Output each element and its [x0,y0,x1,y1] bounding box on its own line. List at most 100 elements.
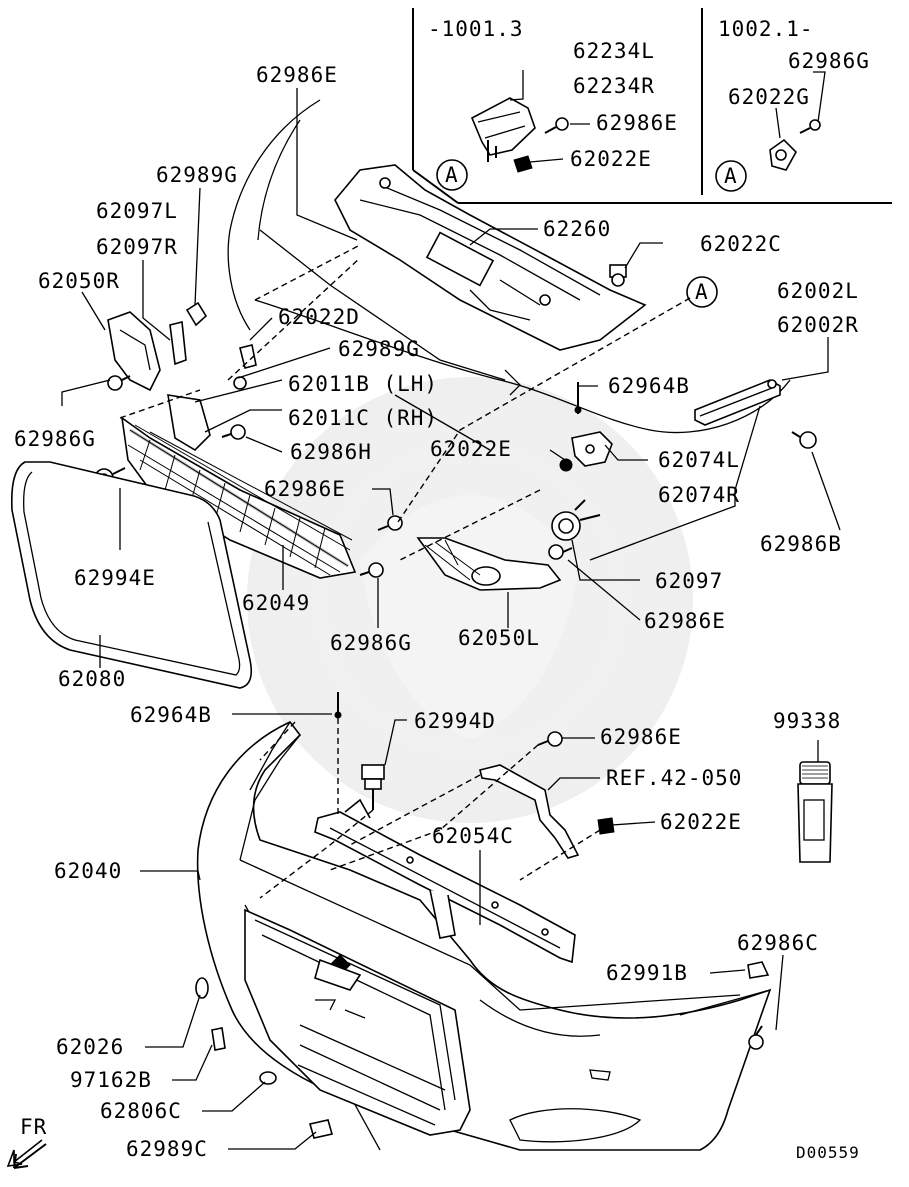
clip-62806C [259,1071,277,1085]
inset-right-range: 1002.1- [718,17,814,41]
front-arrow [6,1139,47,1169]
label-62986C: 62986C [737,931,819,955]
rivet-62964B-top [574,382,582,414]
label-62986E-top: 62986E [256,63,338,87]
clip-62989G-top [185,301,208,327]
circle-a-right [715,160,747,192]
support-panel-62260 [334,164,647,351]
label-62989G-top: 62989G [156,163,238,187]
label-62049: 62049 [242,591,310,615]
diagram-code: D00559 [796,1143,860,1162]
label-62991B: 62991B [606,961,688,985]
circle-a-main [686,276,718,308]
label-fr: FR [20,1115,47,1139]
garnish-62002 [694,379,781,426]
label-62989G-mid: 62989G [338,337,420,361]
label-62986H: 62986H [290,440,372,464]
bumper-62040 [196,721,772,1151]
labels: -1001.3 1002.1- 62986E 62234L 62234R 629… [14,17,870,1162]
dash-lines-upper [119,244,691,561]
screw-62986E-right [548,544,573,560]
circle-a-main-label: A [695,280,709,304]
label-62986E-right: 62986E [644,609,726,633]
bracket-ref [479,764,580,859]
label-62050L: 62050L [458,626,540,650]
watermark [247,377,693,823]
molding-62080 [10,461,253,689]
label-62234R: 62234R [573,74,655,98]
bracket-62011 [167,394,211,452]
label-62986G-left: 62986G [14,427,96,451]
label-62097R: 62097R [96,235,178,259]
screw-62986G-left [107,375,131,391]
label-62026: 62026 [56,1035,124,1059]
label-97162B: 97162B [70,1068,152,1092]
nut-62991B [747,961,770,979]
leader-lines-upper [61,70,841,668]
label-62022D: 62022D [278,305,360,329]
bracket-62234 [470,97,536,162]
label-62986G-bottom: 62986G [330,631,412,655]
label-62002R: 62002R [777,313,859,337]
screw-62986E-mid [377,515,403,531]
label-62074L: 62074L [658,448,740,472]
label-62986E-mid: 62986E [264,477,346,501]
label-62097: 62097 [655,569,723,593]
screw-62986E-lower [537,731,563,747]
label-62022C: 62022C [700,232,782,256]
beam-62054C [314,798,576,964]
clip-62022E-lower [597,817,615,835]
screw-62986H [221,424,246,440]
clip-62989G-mid [233,376,247,390]
clip-62022G [769,138,797,171]
cover-62050R [107,311,161,392]
label-62964B-top: 62964B [608,374,690,398]
screw-62986G-bottom [359,562,384,578]
label-62986B: 62986B [760,532,842,556]
label-62050R: 62050R [38,269,120,293]
label-62022E-lower: 62022E [660,810,742,834]
label-62260: 62260 [543,217,611,241]
bottle-99338 [797,761,833,863]
inset-frame [412,8,892,204]
label-62986E-inset: 62986E [596,111,678,135]
label-62080: 62080 [58,667,126,691]
bracket-62097 [169,321,187,366]
hood-line [254,299,791,434]
leader-lines-lower [140,713,819,1150]
screw-62022C [609,264,627,287]
label-62994D: 62994D [414,709,496,733]
label-ref-42-050: REF.42-050 [606,766,742,790]
circle-a-left [436,159,468,191]
screw-62986G-inset [799,119,821,134]
screw-62986E-inset [544,117,569,134]
clip-62989C [308,1119,334,1139]
label-62022E-mid: 62022E [430,437,512,461]
clip-62026 [195,977,209,999]
label-62002L: 62002L [777,279,859,303]
circle-a-right-label: A [724,164,738,188]
label-62097L: 62097L [96,199,178,223]
bracket-62074 [571,431,613,467]
label-62986E-lower: 62986E [600,725,682,749]
clip-62022E-inset [513,155,533,173]
screw-62986B [791,431,817,449]
label-62011B: 62011B (LH) [288,372,438,396]
circle-a-left-label: A [445,163,459,187]
grille-mesh-62049 [120,416,357,579]
label-99338: 99338 [773,709,841,733]
label-62964B-bottom: 62964B [130,703,212,727]
bolt-62994D [361,764,385,810]
label-62986G-inset: 62986G [788,49,870,73]
cover-62050L [416,537,562,591]
headlight-outline [227,99,321,331]
label-62022E-inset: 62022E [570,147,652,171]
label-62011C: 62011C (RH) [288,406,438,430]
label-62806C: 62806C [100,1099,182,1123]
label-62989C: 62989C [126,1137,208,1161]
clip-97162B [211,1027,226,1051]
screw-62022E-mid [559,458,573,472]
label-62234L: 62234L [573,39,655,63]
